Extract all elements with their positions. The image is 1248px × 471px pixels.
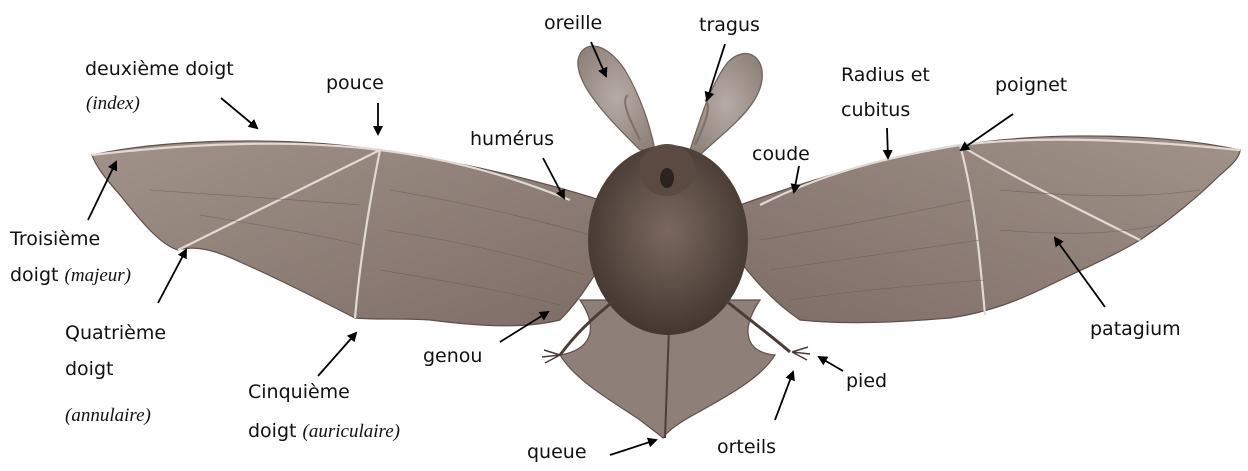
label-deuxieme-doigt: deuxième doigt (85, 58, 234, 80)
label-poignet: poignet (995, 74, 1067, 96)
label-doigt-majeur-row: doigt (majeur) (10, 264, 131, 287)
label-radius-et: Radius et (841, 64, 930, 86)
arrow-cinquieme-doigt (318, 333, 356, 376)
left-wing-membrane (92, 141, 615, 326)
label-patagium: patagium (1090, 318, 1181, 340)
label-doigt-majeur: doigt (10, 264, 58, 286)
arrow-quatrieme-doigt (158, 250, 186, 303)
label-humerus: humérus (470, 128, 554, 150)
label-pouce: pouce (326, 72, 384, 94)
arrow-orteils (775, 372, 793, 420)
label-doigt-auriculaire-row: doigt (auriculaire) (248, 420, 400, 443)
label-genou: genou (423, 345, 482, 367)
label-orteils: orteils (717, 436, 776, 458)
label-auriculaire: (auriculaire) (303, 421, 400, 442)
label-oreille: oreille (544, 12, 602, 34)
label-cinquieme: Cinquième (248, 381, 350, 403)
label-doigt-quatrieme: doigt (65, 358, 113, 380)
label-coude: coude (752, 143, 810, 165)
label-cubitus: cubitus (841, 99, 910, 121)
arrow-queue (610, 440, 656, 455)
right-ear (690, 54, 762, 155)
arrow-deuxieme-doigt (221, 98, 257, 128)
label-troisieme: Troisième (10, 228, 100, 250)
label-quatrieme: Quatrième (65, 322, 166, 344)
label-pied: pied (846, 370, 887, 392)
label-tragus: tragus (699, 14, 760, 36)
bat-mouth (660, 168, 674, 188)
label-index: (index) (86, 93, 140, 115)
left-ear (578, 46, 655, 150)
label-queue: queue (527, 441, 587, 463)
label-doigt-cinquieme: doigt (248, 420, 296, 442)
label-annulaire: (annulaire) (65, 405, 151, 427)
arrow-pied (819, 357, 843, 371)
label-majeur: (majeur) (65, 265, 131, 286)
arrow-radius-cubitus (887, 128, 888, 158)
